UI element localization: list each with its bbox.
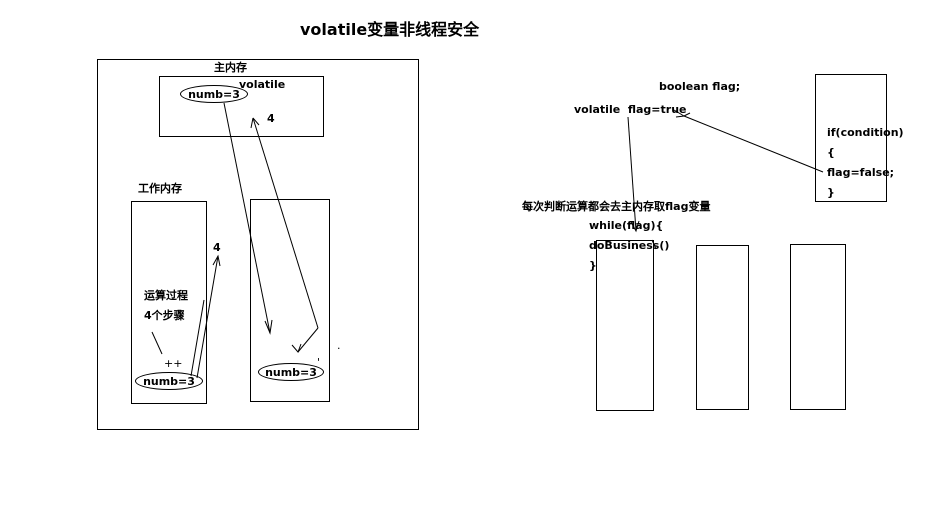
dot-mark: .: [337, 339, 341, 352]
work-memory-variable-1: numb=3: [135, 372, 203, 390]
loop-line-1: while(flag){: [589, 219, 664, 232]
process-label: 运算过程: [144, 289, 188, 302]
thread-box-reader-2: [696, 245, 749, 410]
loop-tick: [651, 239, 657, 250]
volatile-flag-declaration: volatile flag=true: [574, 103, 687, 116]
prime-mark: ': [317, 356, 321, 369]
main-memory-variable-text: numb=3: [188, 87, 240, 101]
loop-line-3: }: [589, 259, 597, 272]
arrow-label-top: 4: [267, 112, 275, 125]
main-memory-variable: numb=3: [180, 85, 248, 103]
increment-arrow-line-2: [190, 299, 205, 377]
thread-code-line-4: }: [827, 186, 835, 199]
flag-write-head-2: [683, 112, 691, 117]
loop-line-2: doBusiness(): [589, 239, 670, 252]
work-memory-label: 工作内存: [138, 182, 182, 195]
memory-model-frame: [97, 59, 419, 430]
increment-label: ++: [164, 357, 183, 370]
work-memory-box-1: [131, 201, 207, 404]
write-back-arrow-tail: [297, 327, 319, 353]
thread-code-line-1: if(condition): [827, 126, 904, 139]
thread-box-reader-3: [790, 244, 846, 410]
write-back-arrow-head: [250, 117, 260, 129]
thread-code-line-2: {: [827, 146, 835, 159]
flag-read-arrow-head: [630, 220, 640, 233]
flag-write-line: [683, 115, 824, 173]
flag-declaration: boolean flag;: [659, 80, 741, 93]
main-memory-box: [159, 76, 324, 137]
read-arrow-head: [264, 319, 273, 335]
thread-code-line-3: flag=false;: [827, 166, 895, 179]
work-memory-variable-2: numb=3: [258, 363, 324, 381]
write-back-arrow-tail-head: [291, 343, 302, 353]
work-memory-variable-1-text: numb=3: [143, 374, 195, 388]
work-memory-box-2: [250, 199, 330, 402]
increment-tick: [151, 331, 163, 355]
diagram-title: volatile变量非线程安全: [300, 20, 480, 39]
work-memory-variable-2-text: numb=3: [265, 365, 317, 379]
arrow-label-mid: 4: [213, 241, 221, 254]
read-arrow-line: [223, 102, 271, 334]
thread-box-writer: [815, 74, 887, 202]
thread-box-reader-1: [596, 240, 654, 411]
steps-label: 4个步骤: [144, 309, 185, 322]
increment-arrow-line: [196, 255, 219, 379]
read-note: 每次判断运算都会去主内存取flag变量: [522, 200, 711, 213]
write-back-arrow-line: [252, 117, 319, 329]
flag-write-head: [673, 109, 686, 118]
flag-read-arrow-line: [627, 116, 637, 232]
volatile-label: volatile: [239, 78, 286, 91]
increment-arrow-head: [212, 254, 221, 267]
main-memory-label: 主内存: [214, 61, 247, 74]
